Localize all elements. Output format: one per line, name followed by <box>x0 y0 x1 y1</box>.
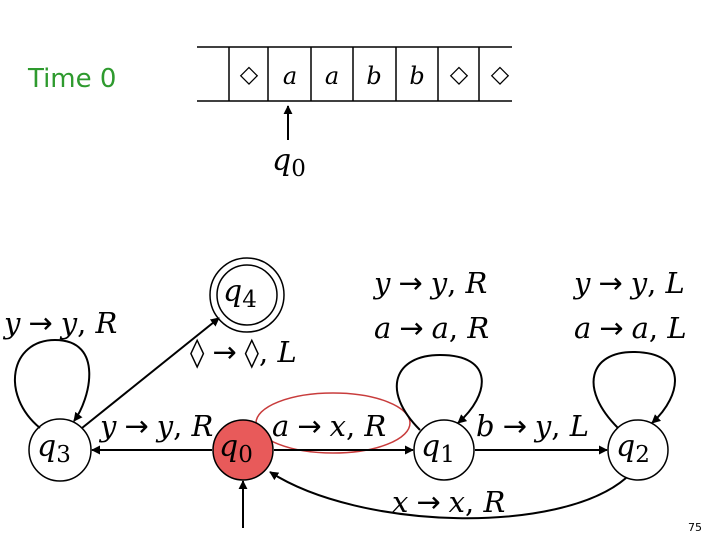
tape-cell: ◇ <box>450 60 469 88</box>
label-q2-loop-2: a→a, L <box>574 311 687 345</box>
tape-head-state: q0 <box>272 143 306 182</box>
label-q3-loop: y→y, R <box>2 306 117 340</box>
tape-cell: ◇ <box>240 60 259 88</box>
state-q4: q4 <box>209 257 285 333</box>
label-q1-q2: b→y, L <box>476 409 589 443</box>
tape-cell: ◇ <box>491 60 510 88</box>
time-label: Time 0 <box>27 64 116 94</box>
state-q2: q2 <box>607 419 669 481</box>
page-number: 75 <box>688 521 702 534</box>
tape-cell: a <box>325 62 339 90</box>
state-label: q2 <box>616 429 650 468</box>
state-q3: q3 <box>28 418 92 482</box>
label-q3-q4: ◊→◊, L <box>190 335 297 369</box>
label-q1-loop-2: a→a, R <box>374 311 489 345</box>
state-label: q1 <box>421 429 455 468</box>
loop-q2 <box>592 350 676 429</box>
loop-q1 <box>395 353 483 431</box>
tape-cell: b <box>366 62 381 90</box>
state-q1: q1 <box>413 419 475 481</box>
label-q2-loop-1: y→y, L <box>572 266 685 300</box>
edge-q2-q0 <box>269 471 627 520</box>
tape-cell: a <box>283 62 297 90</box>
state-label: q3 <box>37 429 71 468</box>
label-q1-loop-1: y→y, R <box>372 266 487 300</box>
tape-symbols: ◇ a a b b ◇ ◇ <box>240 60 510 90</box>
label-q0-q3: y→y, R <box>98 409 213 443</box>
state-q0: q0 <box>212 419 274 481</box>
tape-cell: b <box>409 62 424 90</box>
edge-q3-q4 <box>81 317 220 429</box>
tape <box>197 46 512 102</box>
state-label: q4 <box>223 274 257 313</box>
loop-q3 <box>14 338 91 429</box>
label-q0-q1: a→x, R <box>272 409 386 443</box>
label-q2-q0: x→x, R <box>392 485 505 519</box>
state-label: q0 <box>219 429 253 468</box>
